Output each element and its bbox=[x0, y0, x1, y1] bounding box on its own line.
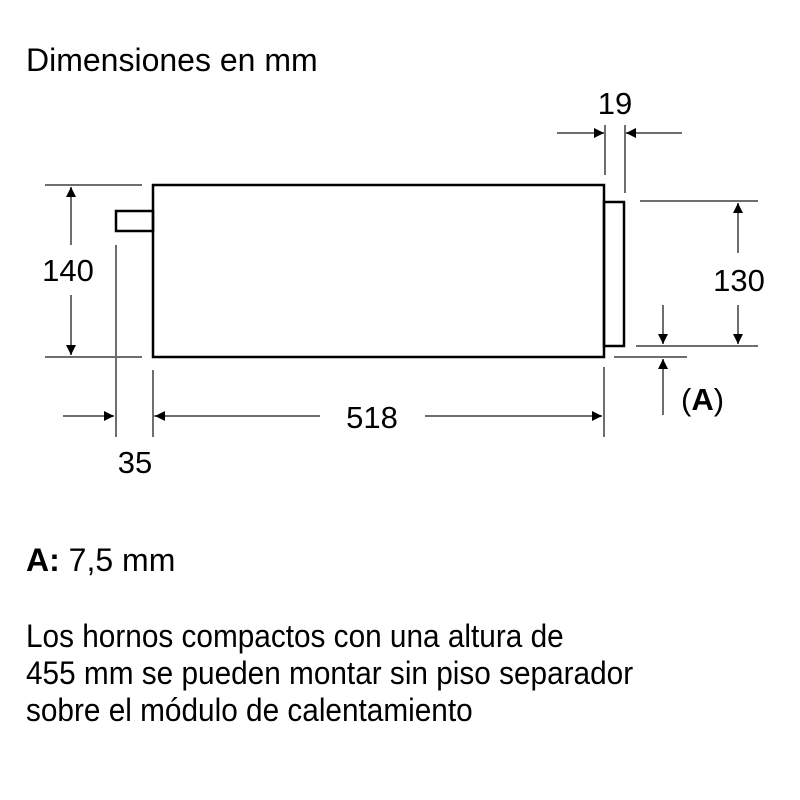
dimension-depth-518 bbox=[152, 367, 605, 437]
front-panel bbox=[602, 200, 626, 348]
rear-connector bbox=[114, 209, 155, 233]
label-35: 35 bbox=[118, 445, 152, 480]
note-a-label: A: bbox=[26, 542, 60, 578]
dimension-front-19 bbox=[557, 125, 682, 193]
label-130: 130 bbox=[713, 263, 765, 298]
diagram-title: Dimensiones en mm bbox=[26, 42, 318, 78]
label-518: 518 bbox=[346, 400, 398, 435]
label-19: 19 bbox=[598, 86, 632, 121]
dimension-front-130 bbox=[636, 200, 758, 347]
appliance-body bbox=[151, 183, 606, 359]
label-offset-a-close: ) bbox=[714, 382, 724, 417]
label-140: 140 bbox=[42, 253, 94, 288]
label-offset-a: (A) bbox=[681, 382, 724, 417]
label-offset-a-letter: A bbox=[691, 382, 713, 417]
dimension-height-140 bbox=[45, 184, 142, 358]
description-line-3: sobre el módulo de calentamiento bbox=[26, 692, 473, 728]
description-line-1: Los hornos compactos con una altura de bbox=[26, 618, 564, 654]
note-a: A: 7,5 mm bbox=[26, 540, 175, 580]
dimension-offset-a bbox=[614, 305, 687, 415]
description: Los hornos compactos con una altura de 4… bbox=[26, 618, 633, 729]
label-offset-a-open: ( bbox=[681, 382, 692, 417]
note-a-value: 7,5 mm bbox=[68, 542, 176, 578]
description-line-2: 455 mm se pueden montar sin piso separad… bbox=[26, 655, 634, 691]
